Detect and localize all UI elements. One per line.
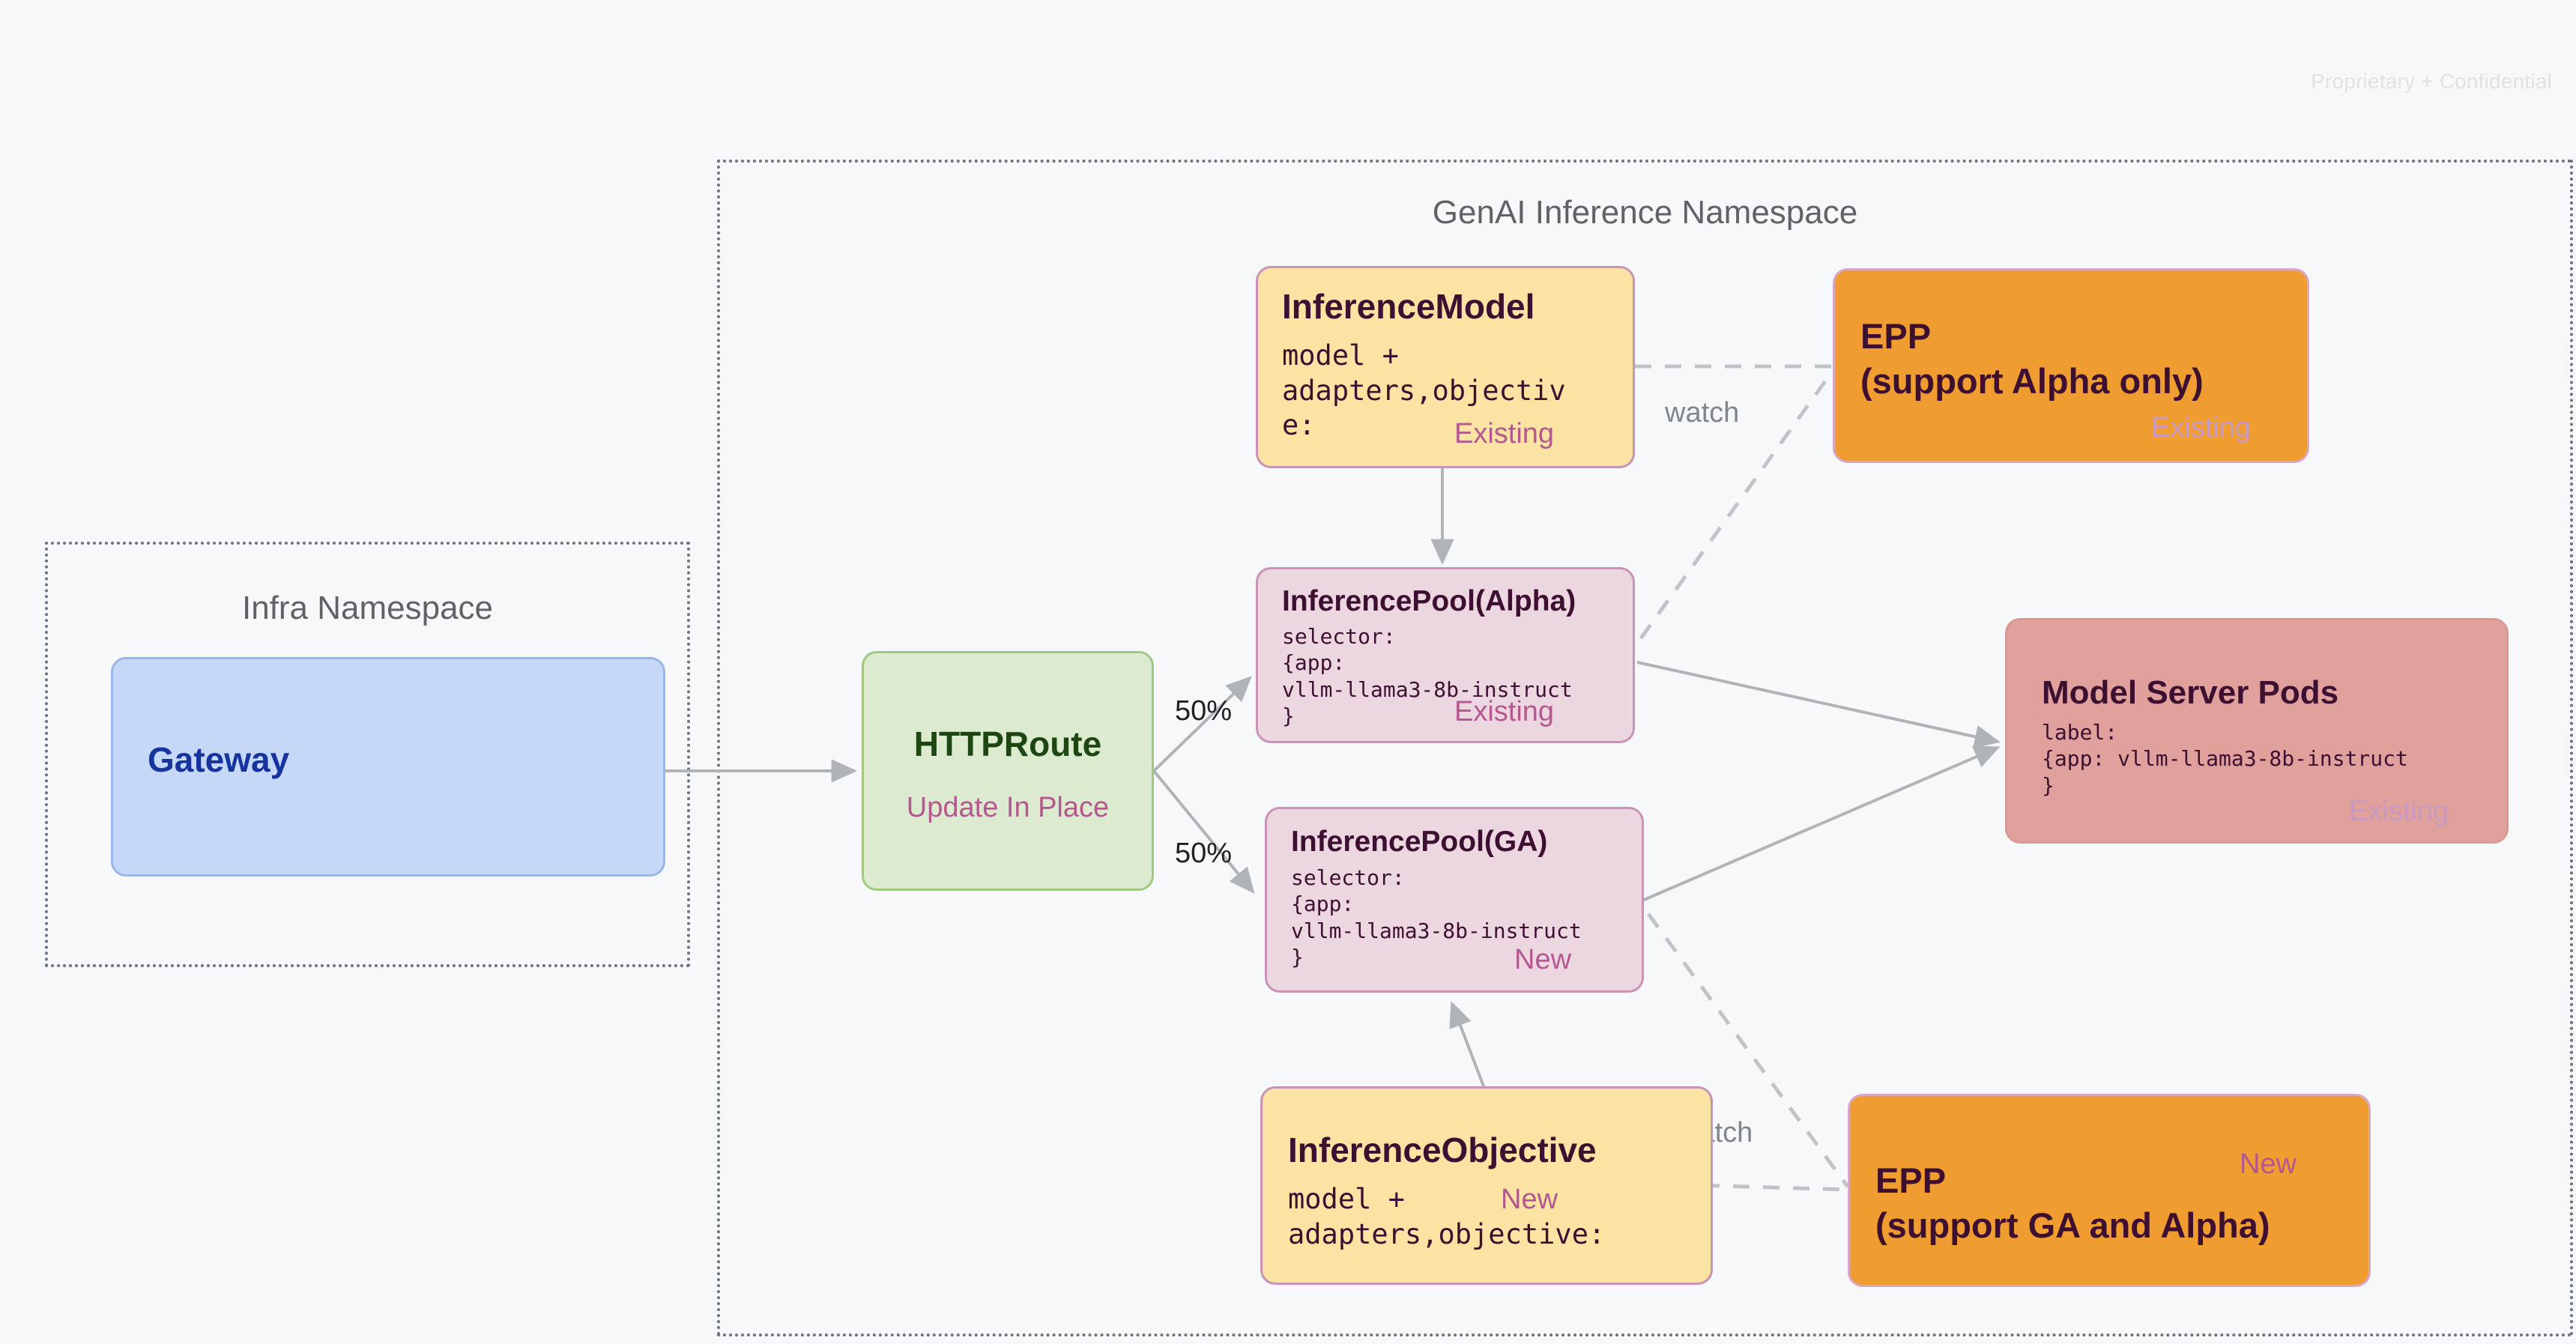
node-epp-alpha-title-line2: (support Alpha only): [1860, 361, 2204, 401]
node-inferencepool-alpha-status-badge: Existing: [1454, 696, 1555, 727]
node-gateway[interactable]: Gateway: [111, 657, 665, 877]
node-inferencemodel-title: InferenceModel: [1282, 287, 1535, 326]
node-httproute[interactable]: HTTPRoute Update In Place: [862, 651, 1154, 891]
node-epp-ga-title-line2: (support GA and Alpha): [1875, 1205, 2270, 1245]
node-epp-ga-status-badge: New: [2240, 1148, 2297, 1180]
edge-label-watch-top: watch: [1665, 397, 1740, 429]
node-model-server-pods-title: Model Server Pods: [2042, 674, 2339, 711]
node-inferencepool-ga-status-badge: New: [1514, 944, 1572, 975]
infra-namespace-boundary: Infra Namespace: [45, 542, 690, 967]
node-epp-ga[interactable]: EPP (support GA and Alpha) New: [1848, 1094, 2371, 1287]
confidentiality-watermark: Proprietary + Confidential: [2311, 70, 2552, 93]
node-gateway-title: Gateway: [148, 740, 290, 779]
node-inferenceobjective-body: model + adapters,objective:: [1288, 1183, 1606, 1250]
node-inferenceobjective[interactable]: InferenceObjective model + adapters,obje…: [1260, 1086, 1713, 1285]
node-inferencepool-alpha-body: selector: {app: vllm-llama3-8b-instruct …: [1282, 624, 1573, 728]
genai-namespace-title: GenAI Inference Namespace: [1432, 194, 1858, 231]
node-inferencemodel[interactable]: InferenceModel model + adapters,objectiv…: [1256, 266, 1635, 468]
node-model-server-pods[interactable]: Model Server Pods label: {app: vllm-llam…: [2005, 618, 2509, 844]
genai-namespace-boundary: GenAI Inference Namespace: [717, 160, 2573, 1337]
node-inferencemodel-status-badge: Existing: [1454, 418, 1555, 449]
node-httproute-status-badge: Update In Place: [906, 792, 1110, 823]
node-inferencepool-ga-body: selector: {app: vllm-llama3-8b-instruct …: [1291, 865, 1582, 969]
node-httproute-title: HTTPRoute: [913, 724, 1102, 763]
node-inferencepool-ga-title: InferencePool(GA): [1291, 826, 1548, 858]
edge-label-split-bottom: 50%: [1175, 838, 1233, 869]
node-epp-alpha[interactable]: EPP (support Alpha only) Existing: [1833, 268, 2309, 463]
node-inferencepool-ga[interactable]: InferencePool(GA) selector: {app: vllm-l…: [1265, 807, 1644, 993]
node-inferencemodel-body: model + adapters,objectiv e:: [1282, 339, 1566, 442]
node-inferenceobjective-title: InferenceObjective: [1288, 1130, 1597, 1169]
node-epp-ga-title-line1: EPP: [1875, 1160, 1947, 1200]
node-epp-alpha-status-badge: Existing: [2151, 412, 2252, 444]
node-inferenceobjective-status-badge: New: [1501, 1184, 1558, 1215]
node-model-server-pods-body: label: {app: vllm-llama3-8b-instruct }: [2042, 720, 2408, 798]
node-inferencepool-alpha[interactable]: InferencePool(Alpha) selector: {app: vll…: [1256, 567, 1635, 743]
edge-label-split-top: 50%: [1175, 695, 1233, 727]
infra-namespace-title: Infra Namespace: [241, 590, 494, 626]
node-model-server-pods-status-badge: Existing: [2349, 796, 2449, 827]
node-inferencepool-alpha-title: InferencePool(Alpha): [1282, 585, 1576, 617]
node-epp-alpha-title-line1: EPP: [1860, 316, 1932, 356]
